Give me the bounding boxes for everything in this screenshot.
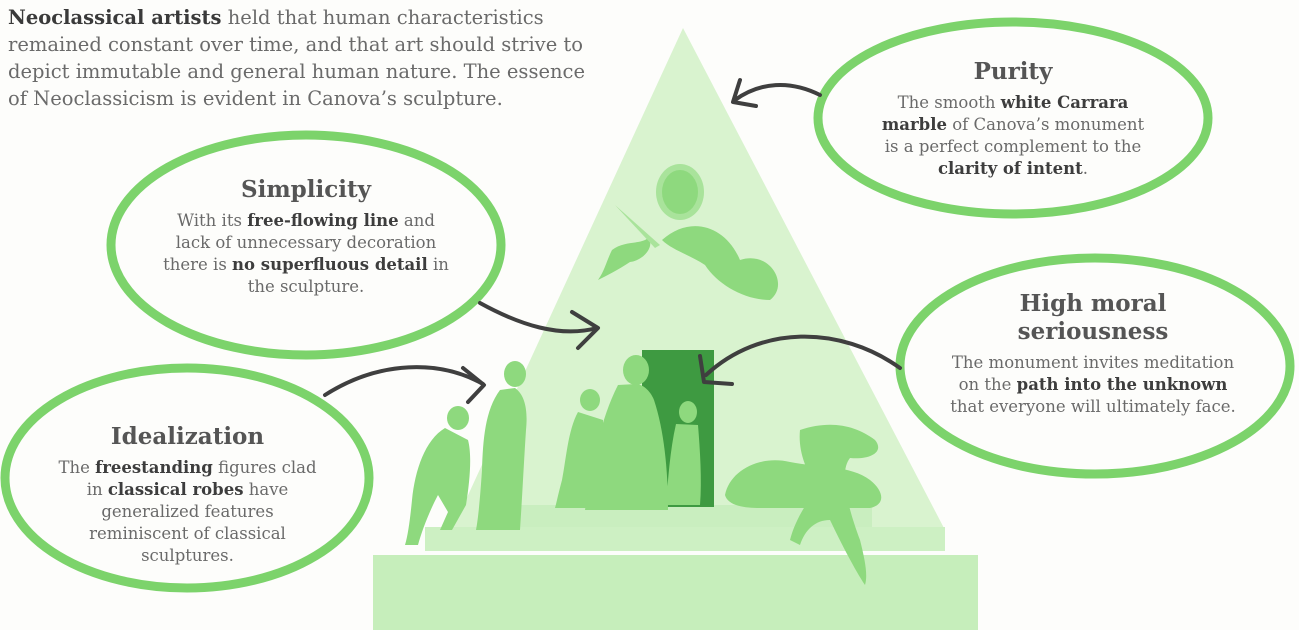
base-step-top (492, 505, 872, 527)
simplicity-arrow (478, 301, 599, 334)
moral-arrow (704, 334, 902, 377)
medallion-group (598, 164, 779, 300)
idealization-bubble: Idealization The freestanding figures cl… (50, 423, 325, 567)
idealization-arrowhead (461, 366, 486, 404)
idealization-bubble-outline (0, 363, 374, 593)
simplicity-text: With its free-flowing line and lack of u… (163, 211, 449, 296)
purity-bubble: Purity The smooth white Carrara marble o… (853, 58, 1173, 180)
sculpture-figures (405, 355, 882, 585)
purity-arrowhead (731, 78, 758, 108)
moral-text: The monument invites meditation on the p… (950, 353, 1236, 416)
simplicity-bubble: Simplicity With its free-flowing line an… (146, 176, 466, 298)
moral-title: High moral seriousness (1017, 290, 1169, 345)
base-step-middle (425, 527, 945, 551)
purity-text: The smooth white Carrara marble of Canov… (881, 93, 1145, 178)
idealization-arrow (323, 365, 485, 397)
idealization-text: The freestanding figures clad in classic… (58, 458, 317, 565)
purity-title: Purity (973, 58, 1053, 85)
moral-arrowhead (698, 354, 734, 386)
moral-bubble: High moral seriousness The monument invi… (943, 290, 1243, 418)
intro-text: held that human characteristics remained… (8, 6, 586, 110)
base-step-bottom (373, 555, 978, 630)
simplicity-arrowhead (570, 310, 600, 350)
intro-bold: Neoclassical artists (8, 6, 222, 29)
simplicity-title: Simplicity (241, 176, 371, 203)
purity-bubble-outline (813, 17, 1213, 219)
purity-arrow (733, 83, 822, 102)
pyramid (452, 28, 945, 530)
bubble-outlines (0, 17, 1295, 593)
intro-paragraph: Neoclassical artists held that human cha… (8, 4, 608, 112)
idealization-title: Idealization (110, 423, 265, 450)
simplicity-bubble-outline (106, 130, 506, 360)
